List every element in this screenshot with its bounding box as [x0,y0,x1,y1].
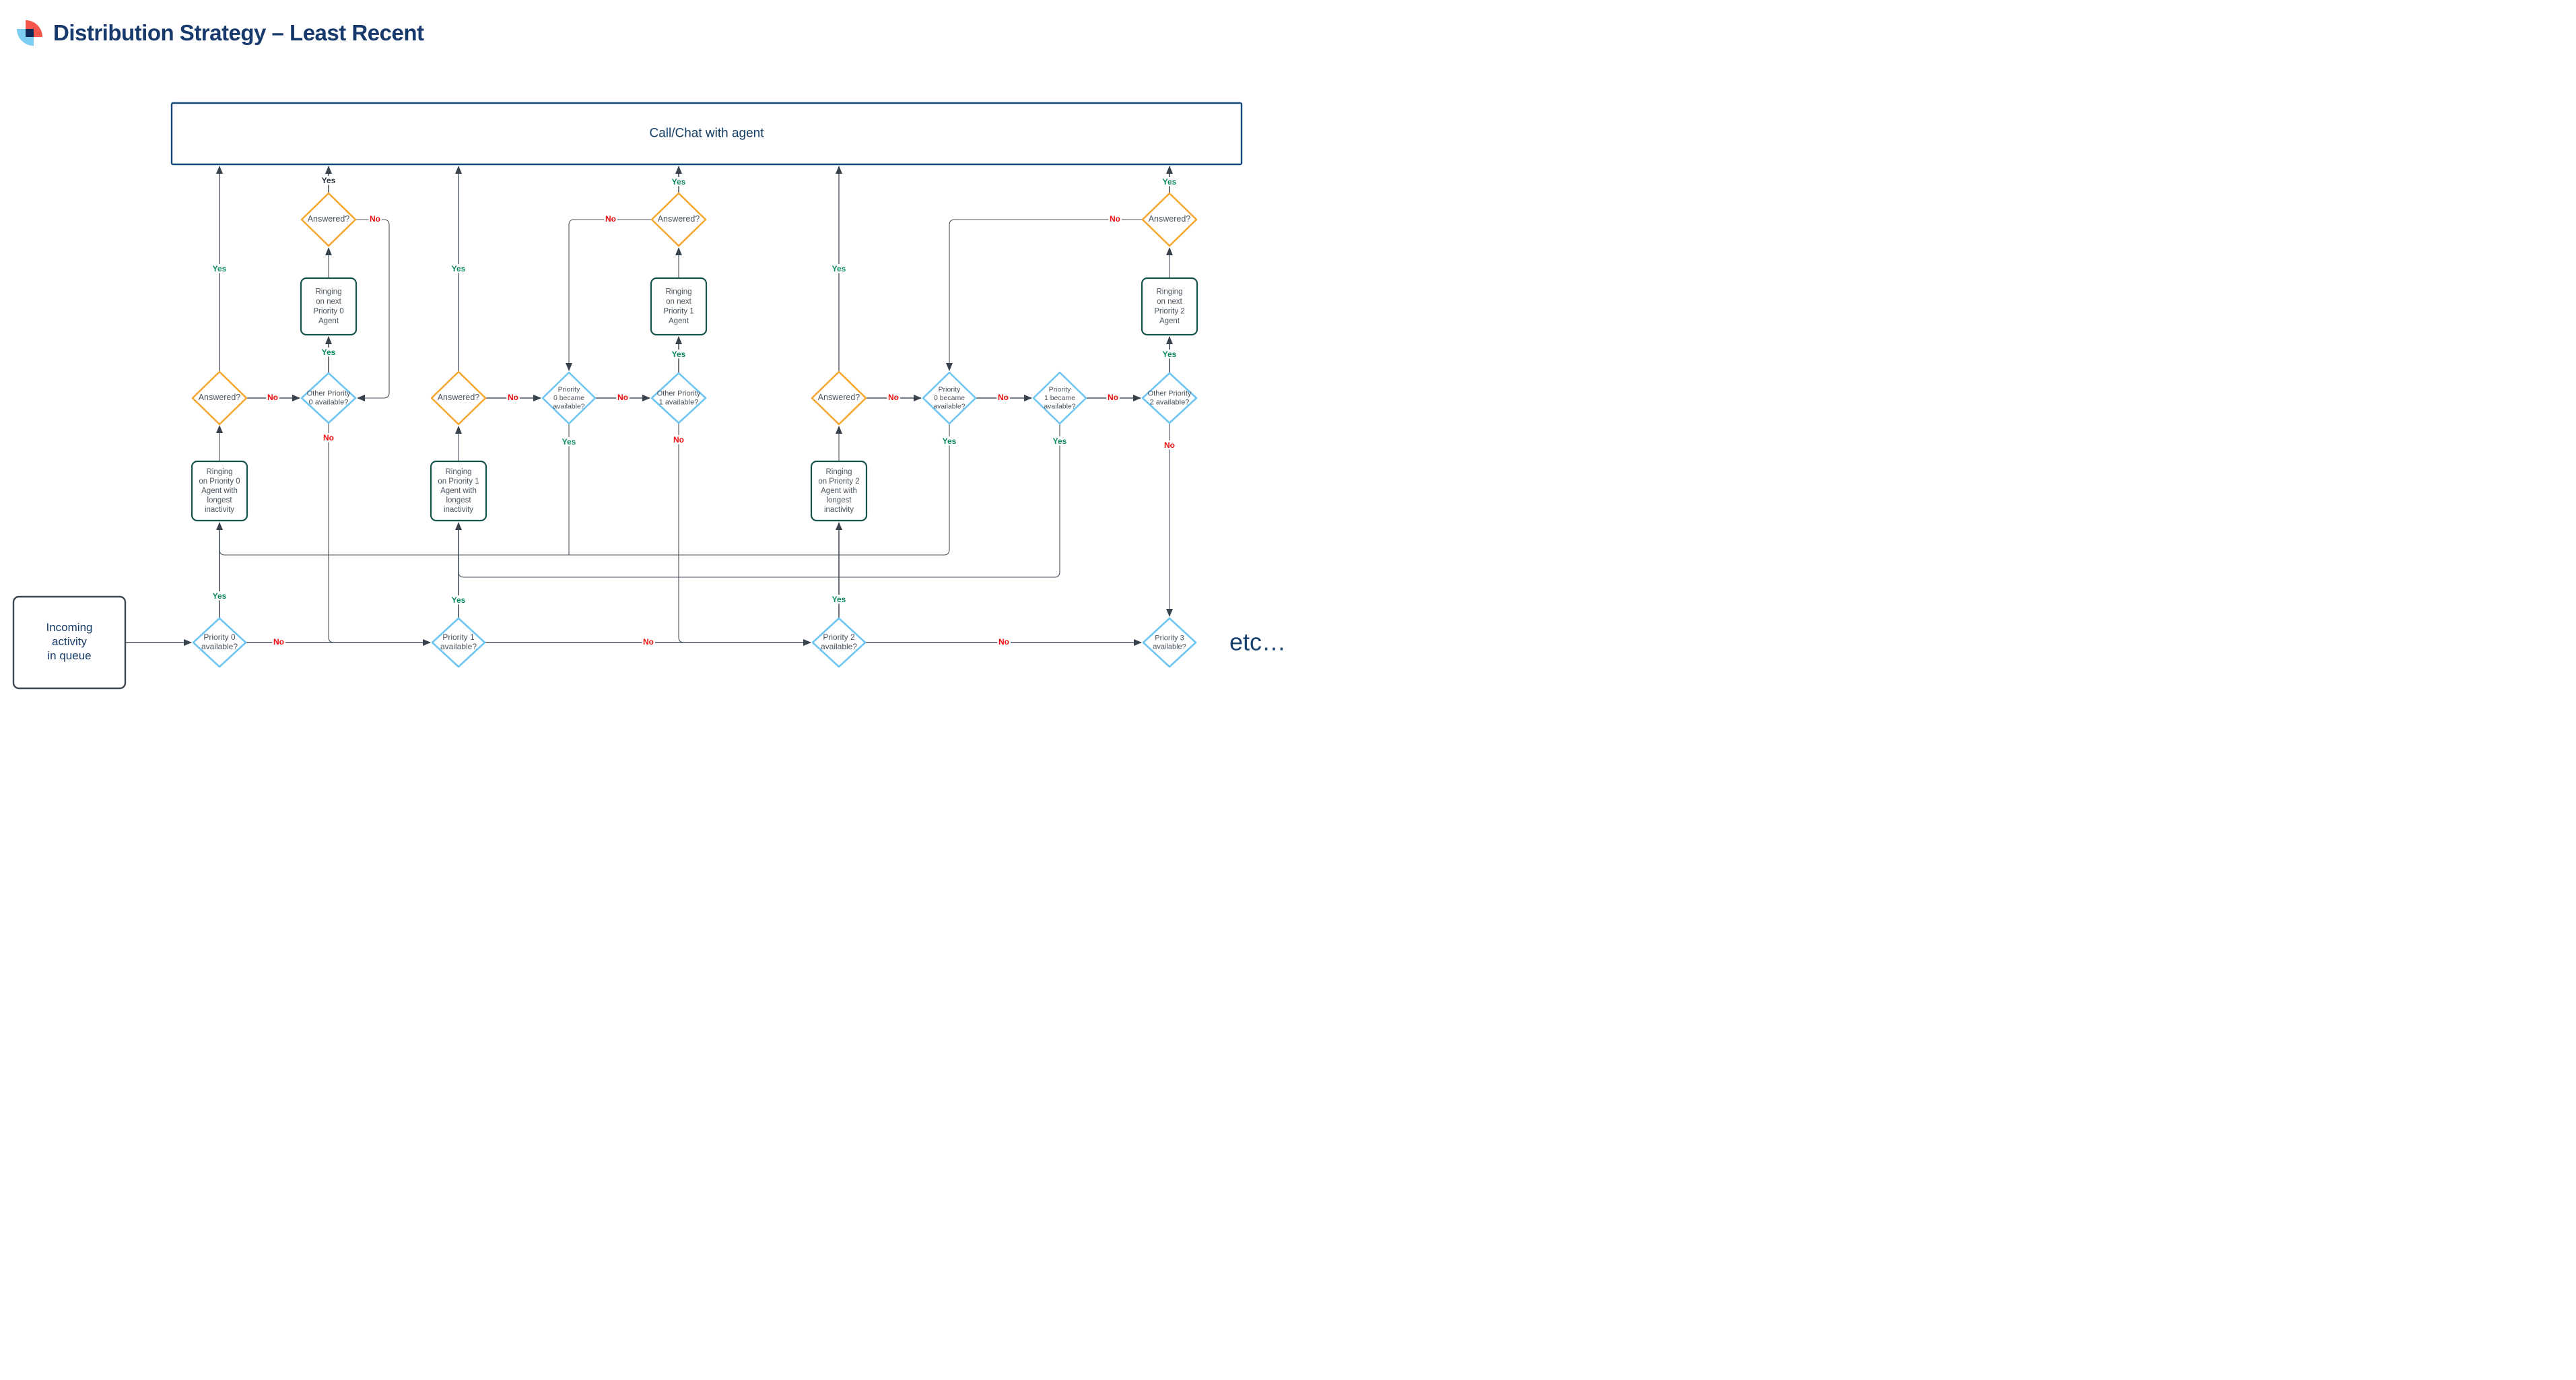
edge-label-no: No [273,637,284,647]
answered-diamond-2: Answered? [430,370,487,426]
etc-note: etc… [1229,628,1286,656]
edge-label-yes: Yes [1053,436,1067,446]
answered-top-diamond-1: Answered? [300,192,357,247]
edge-label-no: No [370,214,380,224]
answered-top-diamond-1-label: Answered? [308,214,350,224]
edge-label-no: No [617,393,628,402]
edge-label-yes: Yes [213,591,227,601]
edge-label-no: No [888,393,899,402]
edge-label-yes: Yes [452,264,466,273]
edge-label-yes: Yes [943,436,957,446]
edge-answeredtop3-no-loop [946,219,1143,371]
edge-label-no: No [508,393,518,402]
edge-label-yes: Yes [322,176,336,185]
answered-top-diamond-3-label: Answered? [1149,214,1191,224]
edge-label-no: No [605,214,616,224]
flowchart-canvas: Distribution Strategy – Least Recent Inc… [0,0,1288,690]
app-logo-icon [17,20,42,46]
answered-diamond-3-label: Answered? [818,393,860,402]
edge-label-no: No [1108,393,1118,402]
edge-otherp0-no-down [328,423,335,643]
edge-label-yes: Yes [832,264,846,273]
edge-feedback-line-p1 [458,424,1060,578]
edge-otherp1-no-down [678,423,685,643]
call-chat-node-label: Call/Chat with agent [649,127,764,141]
edge-label-no: No [998,393,1009,402]
edge-label-yes: Yes [672,350,686,359]
edge-label-no: No [643,637,654,647]
edge-feedback-line-p0 [219,424,950,556]
edge-label-yes: Yes [213,264,227,273]
logo-navy-shape [26,29,34,37]
page-title: Distribution Strategy – Least Recent [53,20,424,45]
answered-diamond-2-label: Answered? [438,393,480,402]
edge-label-yes: Yes [1163,177,1177,187]
edge-label-yes: Yes [672,177,686,187]
edge-label-yes: Yes [562,437,576,447]
call-chat-node: Call/Chat with agent [170,102,1243,166]
edge-label-yes: Yes [832,595,846,604]
edge-label-no: No [1164,440,1175,450]
edge-label-yes: Yes [1163,350,1177,359]
edge-label-yes: Yes [452,595,466,605]
edge-label-yes: Yes [322,348,336,357]
diagram-header: Distribution Strategy – Least Recent [17,20,424,46]
answered-diamond-3: Answered? [811,370,867,426]
answered-top-diamond-2-label: Answered? [658,214,700,224]
answered-diamond-1: Answered? [191,370,248,426]
answered-top-diamond-3: Answered? [1141,192,1198,247]
edge-label-no: No [673,435,684,445]
edge-label-no: No [323,433,334,442]
edge-label-no: No [1110,214,1120,224]
answered-top-diamond-2: Answered? [650,192,707,247]
edge-label-no: No [998,637,1009,647]
edge-answeredtop1-no-loop [355,219,390,401]
edge-answeredtop2-no-loop [566,219,652,371]
answered-diamond-1-label: Answered? [199,393,241,402]
edge-label-no: No [267,393,278,402]
